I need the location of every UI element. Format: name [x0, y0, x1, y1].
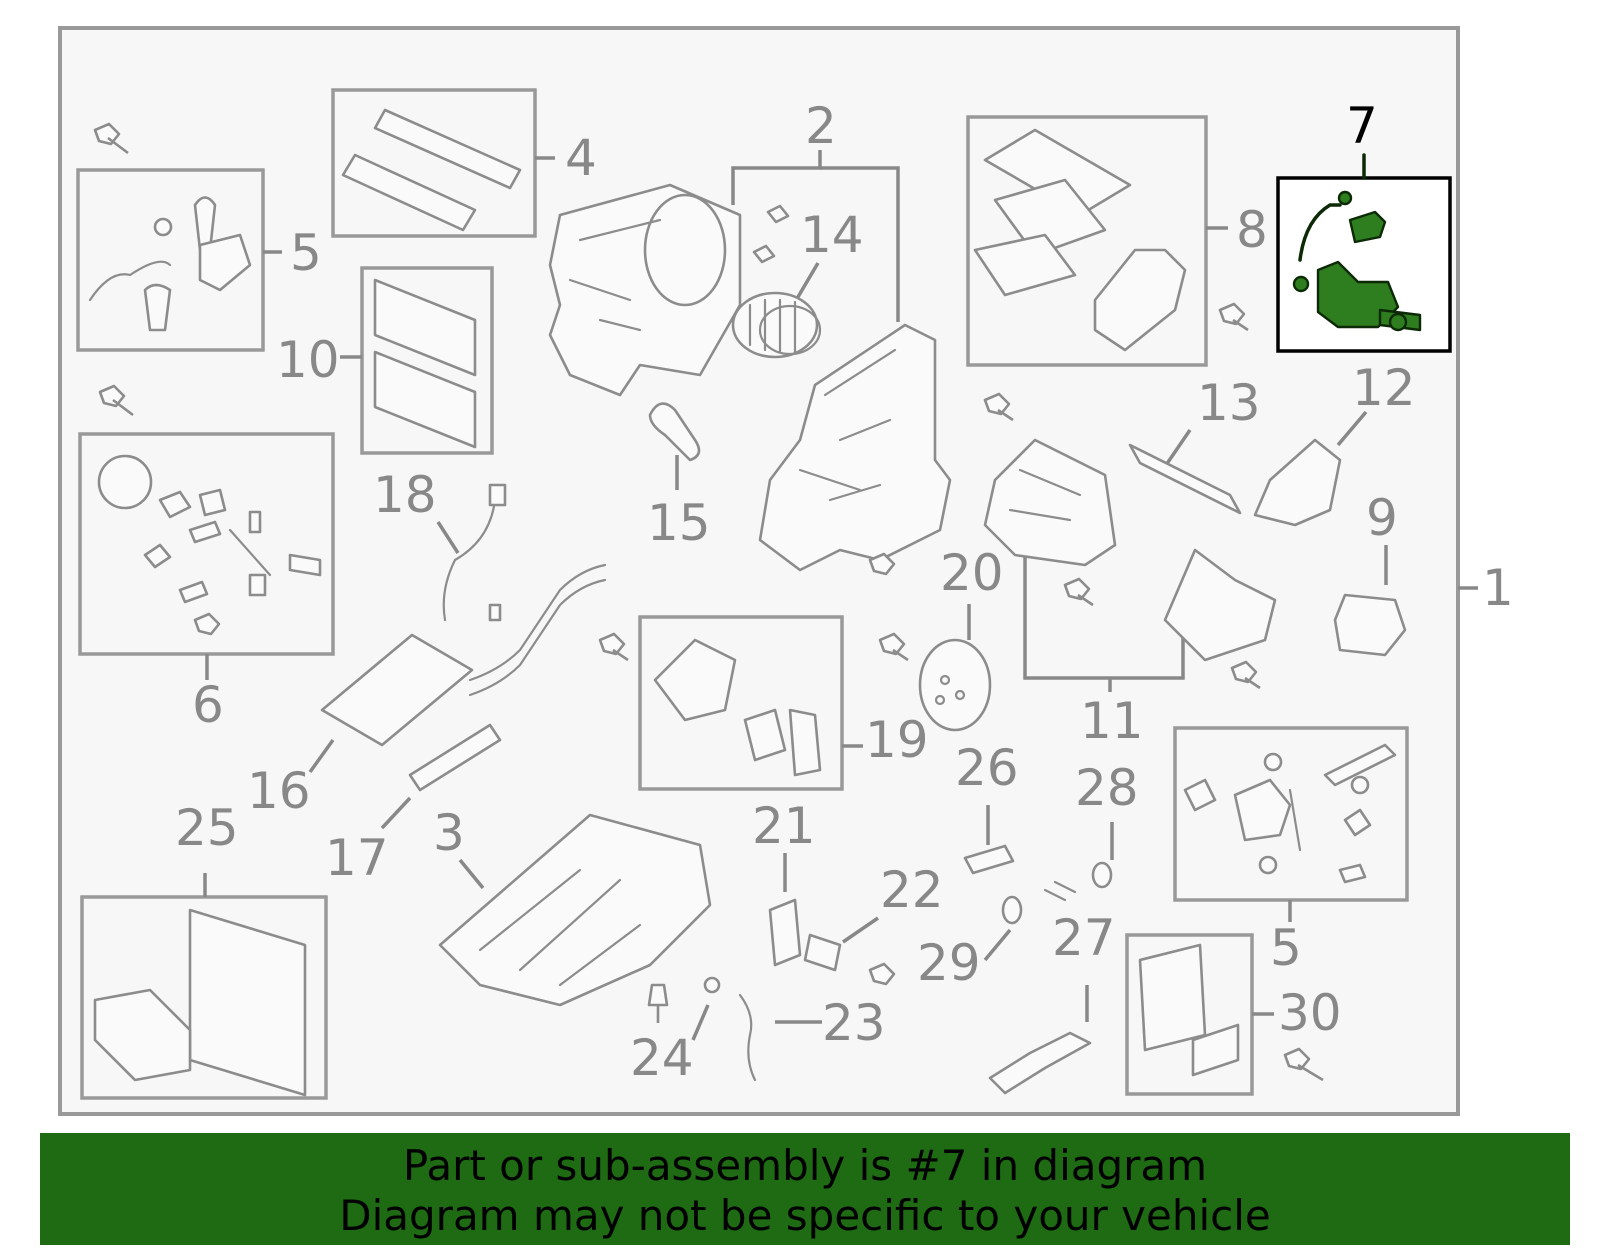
leader-lines — [203, 150, 1478, 1041]
callout-18: 18 — [373, 466, 437, 524]
callouts: 1 2 3 4 5 5 5 6 7 8 9 10 11 12 13 14 15 … — [175, 97, 1514, 1087]
callout-23: 23 — [822, 994, 886, 1052]
callout-4: 4 — [565, 129, 597, 187]
callout-24: 24 — [630, 1029, 694, 1087]
callout-7: 7 — [1346, 97, 1378, 155]
callout-12: 12 — [1352, 359, 1416, 417]
callout-21: 21 — [752, 797, 816, 855]
callout-16: 16 — [247, 762, 311, 820]
banner-line-1: Part or sub-assembly is #7 in diagram — [402, 1141, 1208, 1190]
group-box-10 — [360, 266, 494, 455]
callout-6: 6 — [192, 676, 224, 734]
callout-1: 1 — [1482, 559, 1514, 617]
group-box-5-top — [76, 168, 265, 352]
callout-3: 3 — [433, 804, 465, 862]
callout-5-bottom: 5 — [1270, 919, 1302, 977]
callout-13: 13 — [1197, 374, 1261, 432]
callout-15: 15 — [647, 494, 711, 552]
callout-10: 10 — [276, 331, 340, 389]
group-box-4 — [331, 88, 537, 238]
callout-25: 25 — [175, 799, 239, 857]
callout-29: 29 — [917, 934, 981, 992]
callout-9: 9 — [1366, 489, 1398, 547]
banner-line-2: Diagram may not be specific to your vehi… — [339, 1191, 1271, 1240]
group-box-19 — [638, 615, 844, 791]
callout-26: 26 — [955, 739, 1019, 797]
callout-8: 8 — [1236, 201, 1268, 259]
info-banner: Part or sub-assembly is #7 in diagram Di… — [40, 1133, 1570, 1245]
callout-11: 11 — [1080, 692, 1144, 750]
callout-27: 27 — [1052, 909, 1116, 967]
group-box-8 — [966, 115, 1208, 367]
callout-19: 19 — [865, 711, 929, 769]
callout-5-top: 5 — [290, 224, 322, 282]
callout-30: 30 — [1278, 984, 1342, 1042]
callout-2: 2 — [805, 97, 837, 155]
callout-17: 17 — [325, 829, 389, 887]
callout-28: 28 — [1075, 759, 1139, 817]
callout-14: 14 — [800, 206, 864, 264]
part-drawings — [88, 108, 1422, 1097]
callout-20: 20 — [940, 544, 1004, 602]
callout-22: 22 — [880, 861, 944, 919]
